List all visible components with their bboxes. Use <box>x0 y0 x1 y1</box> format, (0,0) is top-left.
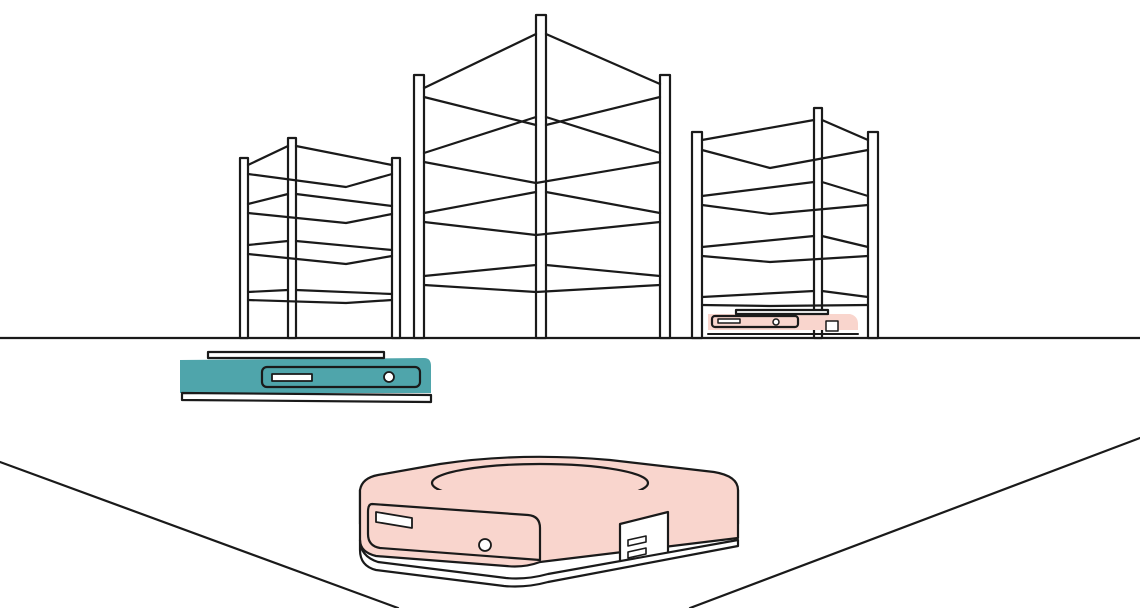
robot-large-pink <box>358 455 740 588</box>
robot-large-pink-vent-icon <box>627 535 647 559</box>
shelf-right-level-1 <box>700 118 870 170</box>
robot-large-pink-base <box>358 538 740 588</box>
floor-edge-left <box>0 460 400 608</box>
shelf-center-level-1 <box>422 32 662 127</box>
shelf-left <box>238 136 402 340</box>
shelf-right-post-1 <box>690 130 704 340</box>
shelf-right-post-3 <box>866 130 880 340</box>
shelf-left-post-1 <box>238 156 250 340</box>
floor-edge-right <box>688 436 1140 608</box>
shelf-left-post-3 <box>390 156 402 340</box>
shelf-left-level-3 <box>246 239 394 266</box>
shelf-right-post-2 <box>812 106 824 340</box>
robot-teal-slot <box>271 373 313 382</box>
shelf-left-level-1 <box>246 144 394 189</box>
robot-small-pink-slot <box>717 318 741 324</box>
shelf-left-post-2 <box>286 136 298 340</box>
shelf-center-post-3 <box>658 73 672 340</box>
robot-small-pink-port <box>825 320 839 332</box>
robot-teal <box>180 350 433 404</box>
robot-small-pink <box>707 308 859 335</box>
shelf-left-level-2 <box>246 192 394 225</box>
shelf-center-level-4 <box>422 263 662 294</box>
robot-teal-base <box>180 391 433 404</box>
shelf-center-post-2 <box>534 13 548 340</box>
floor <box>0 336 1140 608</box>
robot-large-pink-button-icon <box>478 538 492 552</box>
shelf-right-level-3 <box>700 234 870 264</box>
shelf-center-post-1 <box>412 73 426 340</box>
robot-teal-panel <box>260 365 422 389</box>
shelf-center <box>412 13 672 340</box>
shelf-center-level-3 <box>422 190 662 237</box>
shelf-center-level-2 <box>422 115 662 185</box>
shelf-right-level-4 <box>700 289 870 308</box>
shelf-right-level-2 <box>700 180 870 216</box>
robot-small-pink-top <box>734 308 830 316</box>
shelf-left-level-4 <box>246 288 394 305</box>
robot-teal-top <box>206 350 386 360</box>
robot-large-pink-slot <box>375 511 413 529</box>
shelf-right <box>690 106 880 340</box>
robot-small-pink-button-icon <box>772 318 780 326</box>
robot-teal-button-icon <box>383 371 395 383</box>
